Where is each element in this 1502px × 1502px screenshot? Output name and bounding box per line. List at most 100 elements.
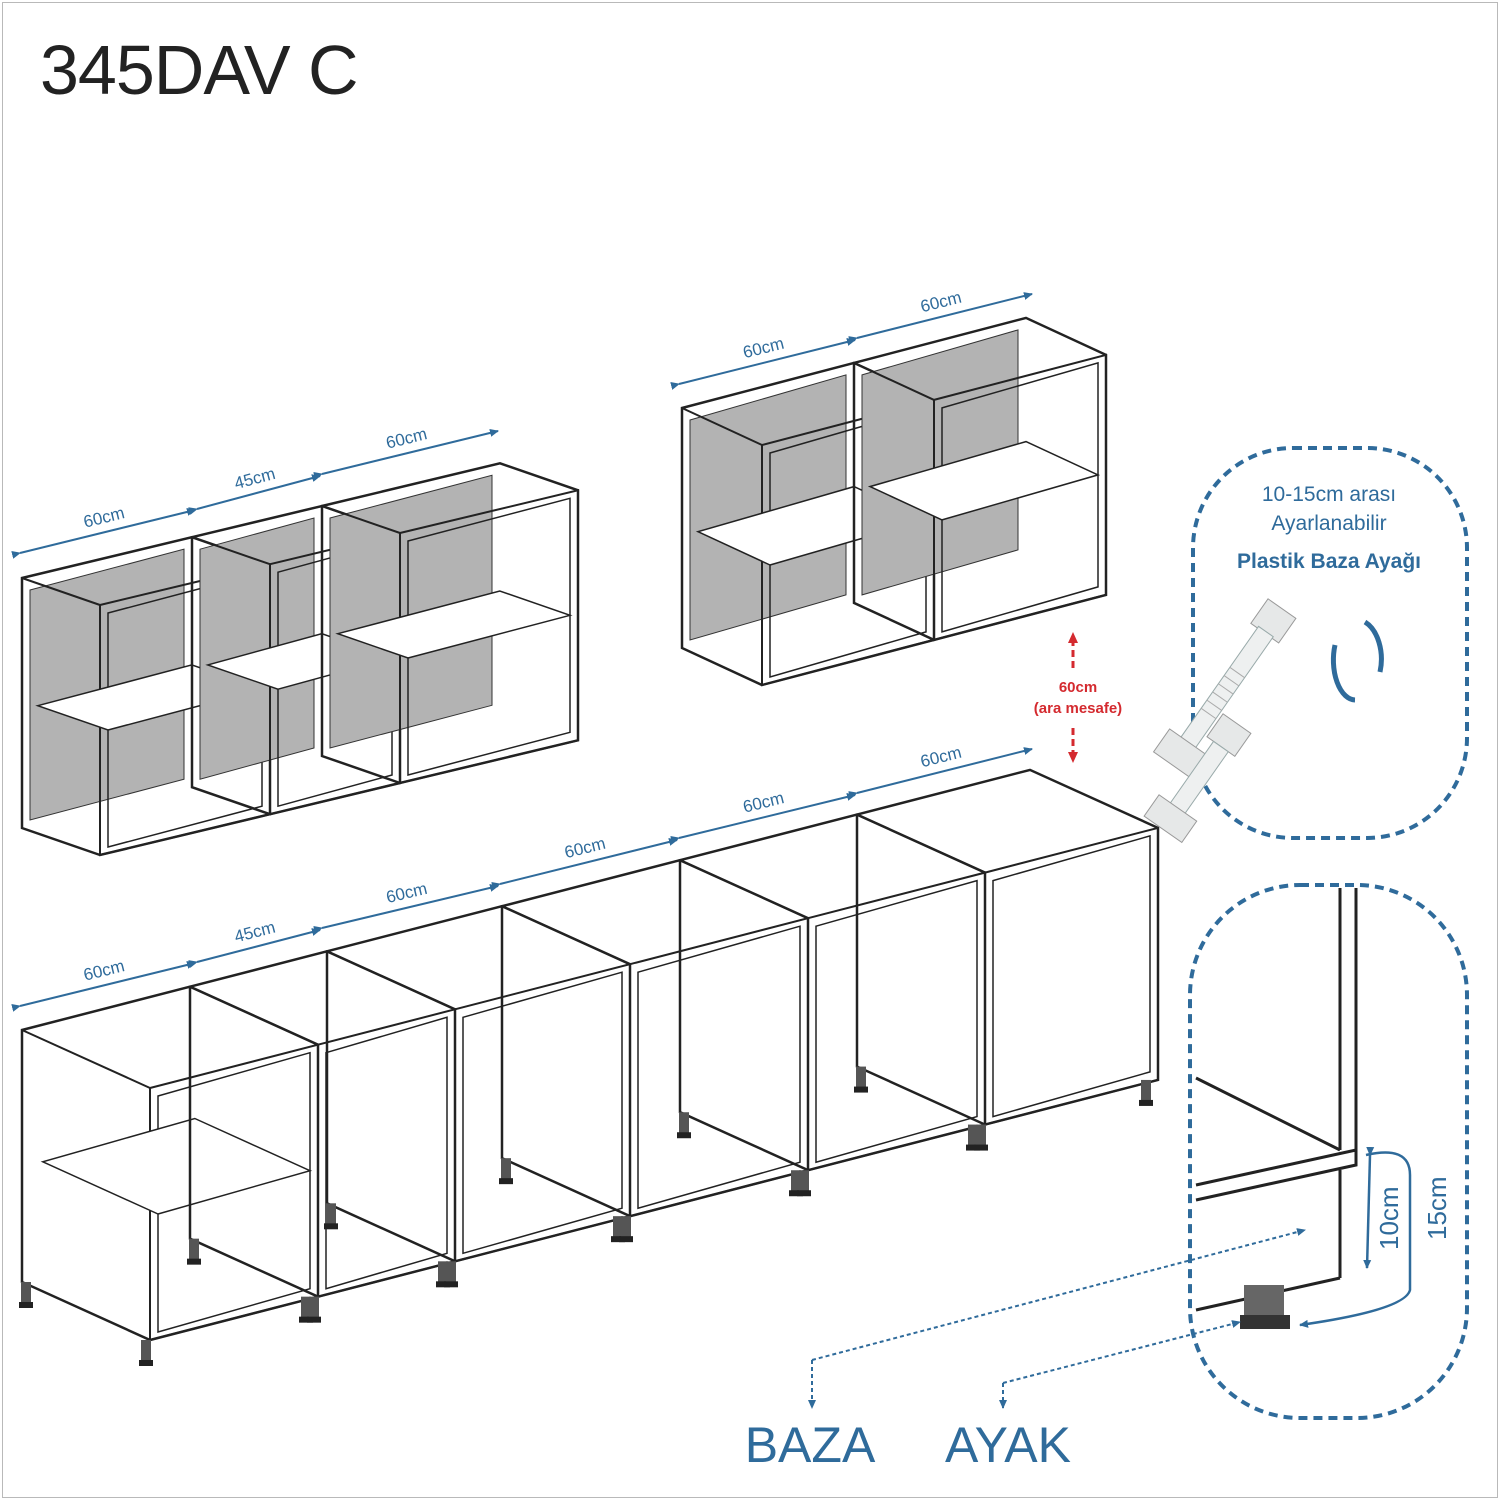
leg-foot — [444, 1281, 458, 1288]
leg — [791, 1170, 801, 1193]
front-frame — [807, 871, 986, 1172]
leg — [1141, 1079, 1151, 1102]
leg — [613, 1216, 623, 1239]
dimension-label: 60cm — [82, 956, 127, 984]
leg-foot — [797, 1190, 811, 1197]
side-edge — [321, 505, 401, 534]
front-frame — [454, 962, 631, 1263]
dimension-line — [848, 292, 1033, 344]
dimension-arrow: 60cm — [848, 288, 1033, 344]
shelf — [867, 440, 1101, 521]
leg — [189, 1238, 199, 1261]
front-frame — [984, 826, 1159, 1126]
dimension-label: 60cm — [741, 334, 786, 363]
leg-foot — [854, 1086, 868, 1093]
dimension-label: 60cm — [384, 879, 429, 907]
side-edge — [679, 859, 809, 920]
leg-foot — [1139, 1099, 1153, 1106]
leg-foot — [19, 1302, 33, 1308]
leg-foot — [677, 1132, 691, 1139]
leg-foot — [299, 1316, 313, 1323]
front-opening — [992, 834, 1151, 1118]
leg-foot — [436, 1281, 450, 1288]
dimension-line — [491, 838, 678, 890]
foot-range-text: 10-15cm arası — [1262, 483, 1396, 506]
side-edge — [21, 577, 101, 606]
side-edge — [21, 1029, 151, 1089]
side-edge — [853, 362, 935, 401]
side-edge — [326, 950, 456, 1011]
cabinet-outline — [855, 768, 1160, 1126]
leg-foot — [966, 1144, 980, 1151]
leg — [501, 1158, 511, 1181]
foot-heading: Plastik Baza Ayağı — [1237, 550, 1421, 573]
side-edge — [501, 905, 631, 966]
dimension-arrow: 45cm — [188, 464, 321, 515]
cabinet-outline — [325, 904, 632, 1263]
front-opening — [941, 361, 1099, 633]
back-panel — [29, 548, 185, 821]
leg-foot — [139, 1360, 153, 1366]
leg — [326, 1203, 336, 1226]
base-cabinet — [499, 858, 810, 1243]
dimension-line — [188, 474, 321, 515]
front-opening — [407, 497, 571, 776]
upper-cabinet — [852, 316, 1108, 642]
plastic-foot-illustration-small — [1143, 713, 1252, 844]
ayak-label: AYAK — [945, 1417, 1071, 1473]
base-cabinet — [677, 813, 987, 1197]
side-edge — [856, 813, 986, 874]
leg — [309, 1296, 319, 1319]
dimension-arrow: 60cm — [670, 334, 856, 390]
base-cabinet — [324, 904, 632, 1288]
product-code-title: 345DAV C — [40, 31, 359, 109]
cabinet-outline — [678, 813, 987, 1172]
side-edge — [189, 985, 319, 1046]
dimension-arrow: 45cm — [188, 918, 321, 968]
side-edge — [191, 536, 271, 566]
front-frame — [399, 489, 579, 785]
front-opening — [325, 1016, 448, 1290]
cabinet-outline — [500, 858, 810, 1218]
leg-foot — [974, 1144, 988, 1151]
leg — [976, 1124, 986, 1147]
leg — [301, 1296, 311, 1319]
baza-label: BAZA — [745, 1417, 876, 1473]
front-opening — [462, 971, 623, 1255]
plinth-height-label: 10cm — [1374, 1186, 1404, 1250]
cabinet-outline — [188, 949, 457, 1299]
leg-foot — [789, 1190, 803, 1197]
foot-info-panel: 10-15cm arası Ayarlanabilir Plastik Baza… — [1143, 446, 1469, 844]
leg-foot — [611, 1236, 625, 1243]
cabinet-drawings — [19, 316, 1160, 1366]
dimension-line — [670, 793, 856, 844]
front-opening — [157, 1051, 311, 1333]
leg — [856, 1066, 866, 1089]
front-frame — [629, 916, 809, 1218]
dimension-arrow: 60cm — [313, 424, 499, 480]
dimension-line — [313, 429, 499, 480]
dimension-line — [11, 961, 196, 1012]
leg-foot — [187, 1258, 201, 1265]
front-frame — [933, 353, 1107, 642]
dimension-label: 60cm — [384, 424, 429, 452]
front-opening — [815, 879, 978, 1164]
dimension-arrow: 60cm — [313, 879, 499, 934]
back-panel — [329, 474, 493, 749]
dimension-label: 60cm — [741, 788, 786, 816]
leg-foot — [619, 1236, 633, 1243]
leg — [446, 1261, 456, 1284]
leg — [621, 1216, 631, 1239]
dimension-label: 60cm — [82, 503, 127, 531]
dimension-arrow: 60cm — [848, 743, 1033, 799]
gap-value: 60cm — [1059, 679, 1097, 696]
dimension-arrow: 60cm — [11, 956, 196, 1012]
shelf — [40, 1117, 313, 1215]
dimension-line — [313, 883, 499, 934]
dimension-line — [188, 928, 321, 968]
leg-foot — [307, 1316, 321, 1323]
dimension-arrow: 60cm — [670, 788, 856, 844]
dimension-arrow: 60cm — [11, 503, 196, 559]
